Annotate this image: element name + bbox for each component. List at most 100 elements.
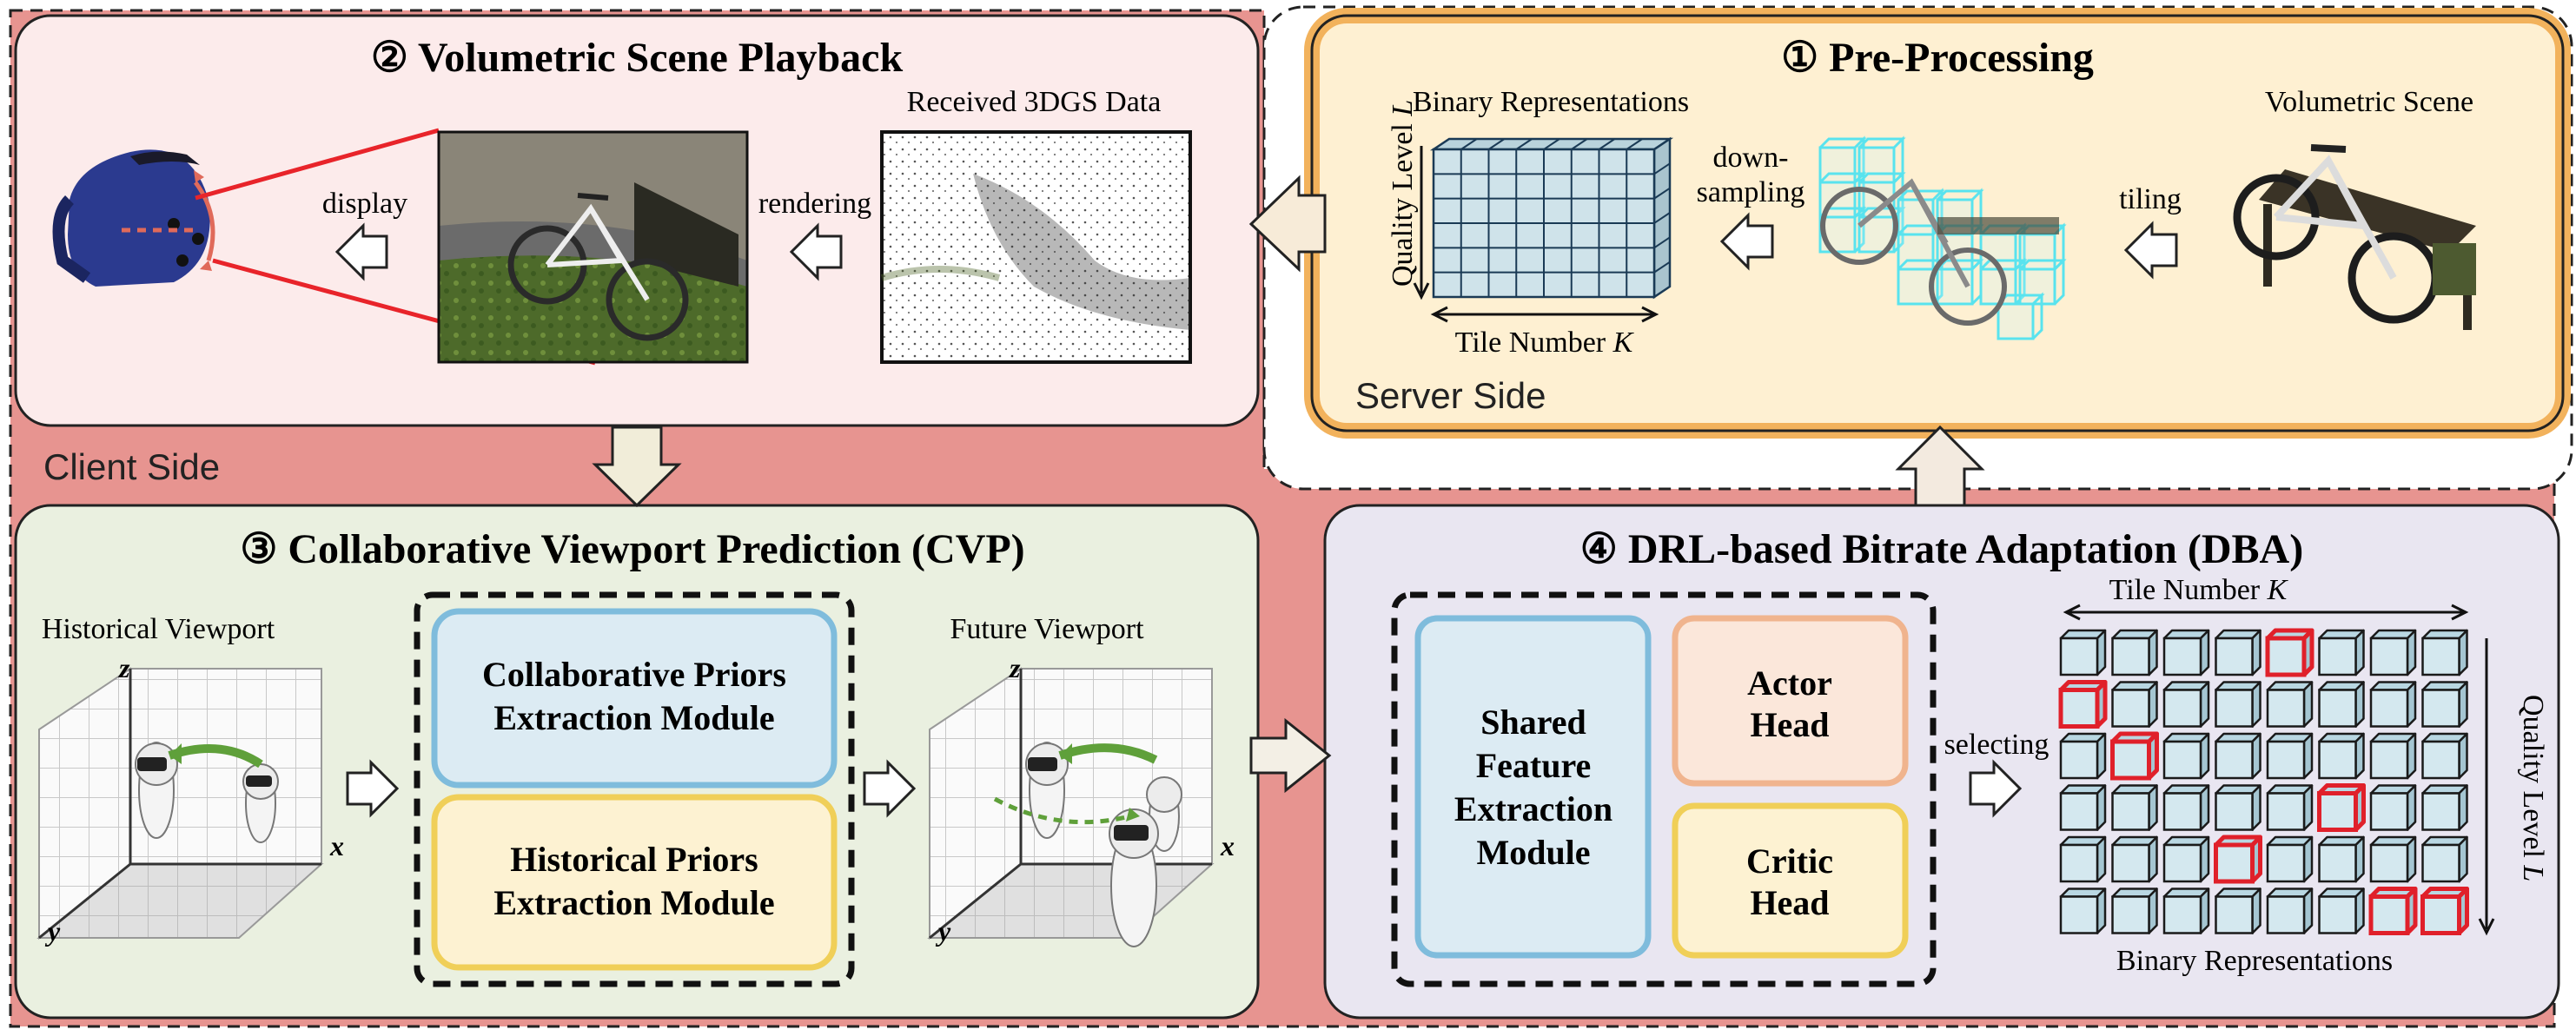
dba-to-server-arrow — [1895, 425, 1985, 507]
dba-modules-group — [1391, 591, 1937, 987]
dba-tile-number-label: Tile Number K — [2109, 574, 2289, 606]
critic-line2: Head — [1750, 883, 1829, 922]
received-3dgs-image — [880, 130, 1192, 364]
dba-title: ④ DRL-based Bitrate Adaptation (DBA) — [1580, 526, 2303, 572]
tiling-label: tiling — [2119, 183, 2182, 215]
dba-tile-axis-arrow — [2063, 604, 2469, 621]
received-3dgs-label: Received 3DGS Data — [907, 86, 1162, 118]
downsampling-label-1: down- — [1713, 142, 1789, 174]
future-viewport-label: Future Viewport — [950, 613, 1144, 645]
downsampling-arrow — [1719, 212, 1774, 271]
tile — [2421, 732, 2468, 780]
tile — [2111, 888, 2158, 934]
tile — [2059, 784, 2107, 831]
tile — [2421, 681, 2468, 728]
future-viewport-scene — [927, 667, 1215, 947]
tile — [2059, 732, 2107, 780]
collab-module-line2: Extraction Module — [493, 698, 774, 737]
tile — [2421, 784, 2468, 831]
tile — [2369, 732, 2417, 780]
selected-tile — [2317, 783, 2366, 832]
volumetric-scene-label: Volumetric Scene — [2265, 86, 2473, 118]
tile — [2215, 732, 2261, 780]
rendered-view-image — [437, 130, 749, 364]
tile — [2318, 835, 2365, 883]
future-axis-x: x — [1220, 830, 1235, 861]
rendering-arrow — [789, 222, 843, 281]
tile — [2421, 835, 2468, 883]
pre-tile-number-label: Tile Number K — [1455, 327, 1635, 359]
client-side-label: Client Side — [43, 446, 220, 487]
tile — [2162, 784, 2210, 831]
future-axis-z: z — [1009, 652, 1021, 683]
volumetric-scene-image — [2233, 144, 2476, 330]
tile — [2111, 681, 2158, 728]
cvp-modules-group — [414, 591, 855, 987]
tile — [2162, 888, 2210, 934]
actor-line2: Head — [1750, 705, 1829, 744]
tile — [2318, 681, 2365, 728]
pre-quality-level-label: Quality Level L — [1387, 100, 1419, 287]
shared-line4: Module — [1476, 833, 1590, 872]
downsampling-label-2: sampling — [1697, 176, 1805, 208]
pre-quality-axis-arrow — [1413, 146, 1430, 300]
tile — [2215, 681, 2261, 728]
tile — [2059, 835, 2107, 883]
tile — [2162, 681, 2210, 728]
tile — [2162, 835, 2210, 883]
selecting-arrow — [1969, 759, 2023, 818]
critic-line1: Critic — [1746, 841, 1833, 881]
future-axis-y: y — [935, 915, 951, 947]
shared-line3: Extraction — [1454, 789, 1612, 828]
tile — [2162, 732, 2210, 780]
actor-line1: Actor — [1747, 663, 1832, 703]
critic-head-module — [1672, 802, 1909, 959]
binary-representations-label: Binary Representations — [1413, 86, 1689, 118]
playback-title: ② Volumetric Scene Playback — [371, 35, 904, 81]
tile — [2369, 629, 2417, 676]
selected-tile — [2110, 731, 2159, 781]
historical-viewport-label: Historical Viewport — [42, 613, 275, 645]
shared-feature-module — [1414, 615, 1652, 959]
tile — [2318, 732, 2365, 780]
tiling-arrow — [2123, 221, 2178, 280]
server-to-playback-arrow — [1248, 175, 1327, 273]
tile — [2266, 681, 2314, 728]
tile — [2111, 629, 2158, 676]
selected-tile — [2058, 680, 2108, 729]
tiled-scene — [1818, 135, 2067, 340]
historical-viewport-scene — [36, 667, 324, 940]
selected-tile — [2265, 628, 2314, 677]
tile — [2369, 681, 2417, 728]
display-label: display — [322, 188, 407, 220]
tile — [2266, 732, 2314, 780]
tile — [2318, 629, 2365, 676]
hist-axis-x: x — [329, 830, 344, 861]
tile — [2266, 835, 2314, 883]
hist-axis-z: z — [118, 652, 130, 683]
shared-line2: Feature — [1476, 746, 1592, 785]
tile — [2162, 629, 2210, 676]
historical-priors-module — [431, 794, 838, 971]
tile — [2111, 835, 2158, 883]
cvp-title: ③ Collaborative Viewport Prediction (CVP… — [240, 526, 1024, 572]
tile — [2266, 888, 2314, 934]
selected-tile — [2420, 887, 2469, 935]
hist-axis-y: y — [44, 915, 61, 947]
vr-headset-icon — [52, 149, 215, 287]
display-arrow — [334, 222, 388, 281]
tile — [2421, 629, 2468, 676]
cvp-to-dba-arrow — [1249, 717, 1332, 794]
dba-binary-grid — [2058, 628, 2469, 935]
dba-quality-level-label: Quality Level L — [2517, 695, 2549, 881]
pre-tile-axis-arrow — [1430, 306, 1659, 323]
selecting-label: selecting — [1944, 729, 2050, 761]
rendering-label: rendering — [758, 188, 871, 220]
view-frustum-upper — [195, 128, 440, 201]
modules-to-future-arrow — [863, 759, 917, 818]
tile — [2318, 888, 2365, 934]
hist-to-modules-arrow — [346, 759, 400, 818]
tile — [2266, 784, 2314, 831]
tile — [2215, 888, 2261, 934]
